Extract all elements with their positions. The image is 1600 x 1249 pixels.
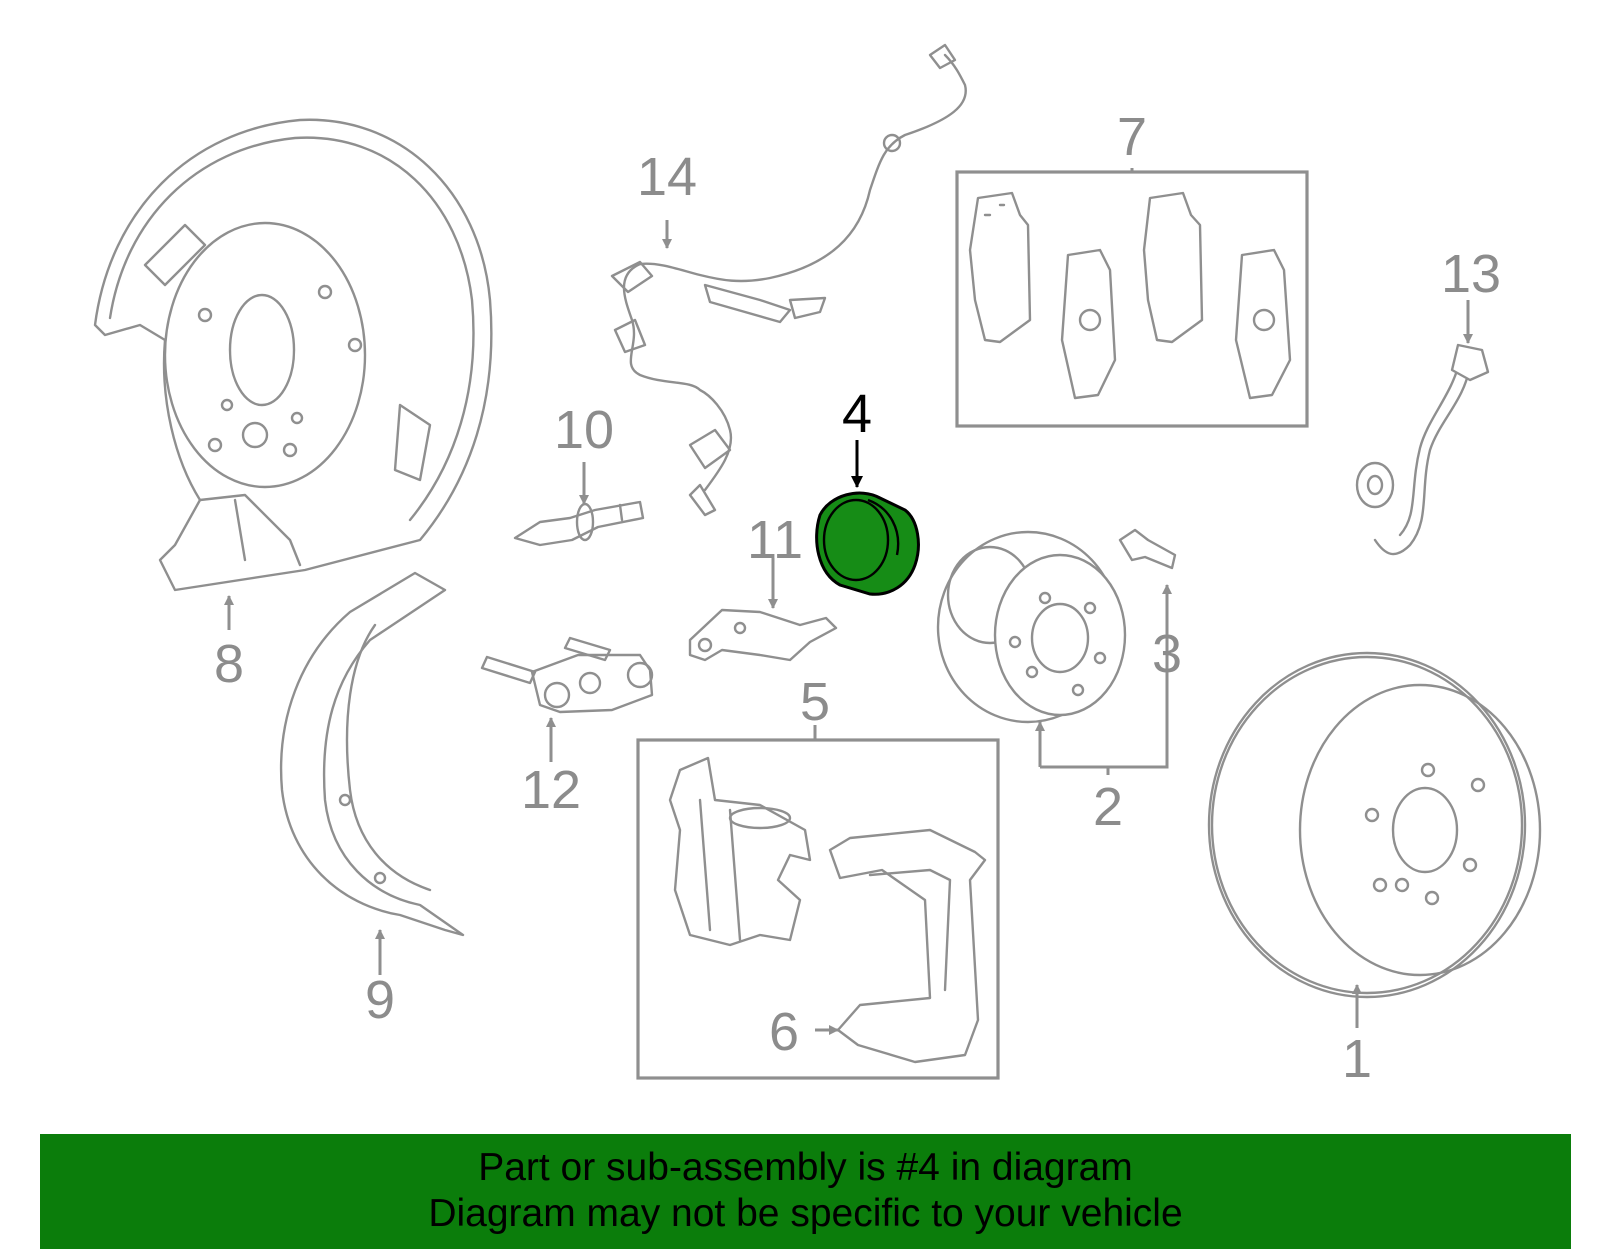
callout-9: 9 xyxy=(365,970,395,1030)
brake-rotor-part xyxy=(1207,651,1542,999)
bracket-part xyxy=(688,608,838,662)
callout-1: 1 xyxy=(1342,1029,1372,1089)
callout-5: 5 xyxy=(800,672,830,732)
callout-6: 6 xyxy=(769,1002,799,1062)
sliding-pins-part xyxy=(480,636,654,714)
caliper-bracket-part xyxy=(828,828,987,1064)
callout-7: 7 xyxy=(1117,107,1147,167)
hub-bolt-part xyxy=(1118,528,1177,570)
highlighted-part-4 xyxy=(815,491,920,596)
callout-8: 8 xyxy=(214,634,244,694)
callout-4: 4 xyxy=(842,384,872,444)
banner-line-1: Part or sub-assembly is #4 in diagram xyxy=(478,1146,1133,1189)
callout-13: 13 xyxy=(1441,244,1501,304)
brake-pads-part xyxy=(968,191,1292,400)
brake-hose-part xyxy=(1355,343,1490,556)
parking-brake-shoe-part xyxy=(279,571,465,937)
callout-14: 14 xyxy=(637,147,697,207)
callout-10: 10 xyxy=(554,400,614,460)
dust-shield-part xyxy=(93,118,493,592)
caliper-part xyxy=(668,756,812,947)
callout-3: 3 xyxy=(1152,624,1182,684)
part-info-banner: Part or sub-assembly is #4 in diagram Di… xyxy=(40,1134,1571,1249)
callout-12: 12 xyxy=(521,760,581,820)
callout-2: 2 xyxy=(1093,777,1123,837)
bleeder-part xyxy=(513,500,645,547)
abs-sensor-harness-part xyxy=(610,43,967,517)
caliper-assembly-box xyxy=(636,738,1000,1080)
banner-line-2: Diagram may not be specific to your vehi… xyxy=(428,1192,1183,1235)
hub-assembly-part xyxy=(936,530,1127,724)
callout-11: 11 xyxy=(747,510,803,570)
